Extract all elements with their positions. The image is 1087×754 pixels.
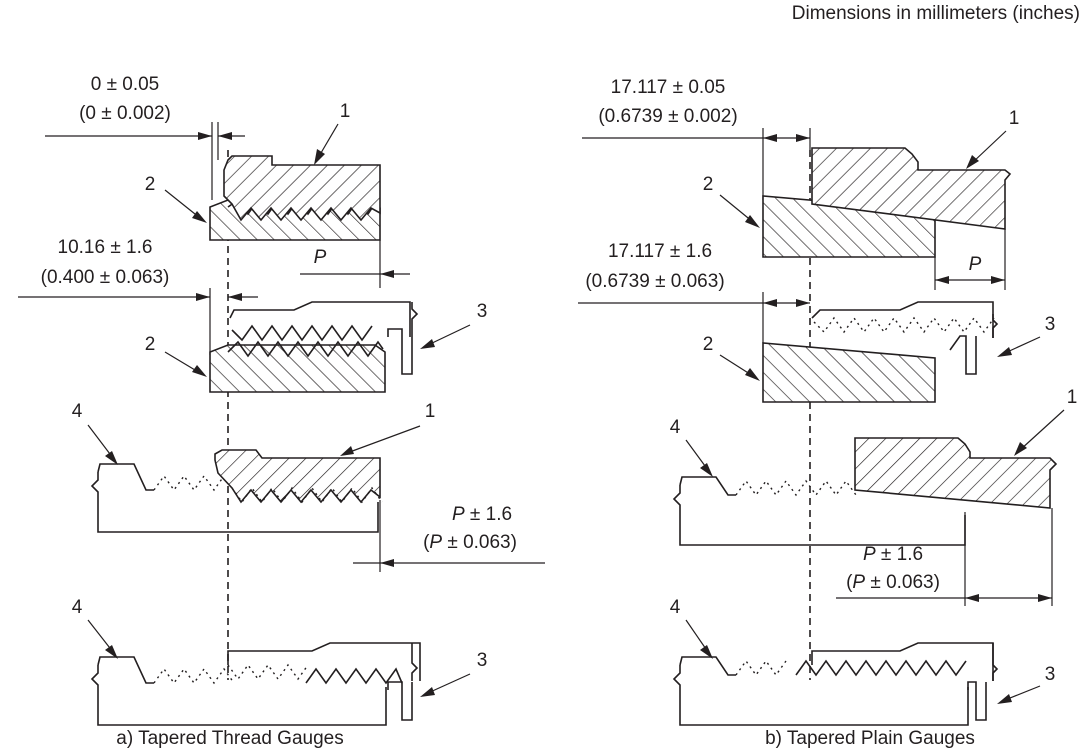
dimension-line-3-b: [836, 508, 1053, 606]
caption-b: b) Tapered Plain Gauges: [765, 728, 975, 749]
dim3-inch-b: (P ± 0.063): [846, 572, 940, 593]
dimension-line-2: [18, 288, 258, 355]
dim3-inch: (P ± 0.063): [423, 532, 517, 553]
p-label-b: P: [969, 254, 982, 275]
callout-2-a: 2: [145, 174, 156, 195]
dimension-line-1: [45, 122, 245, 200]
callout-3-b-top: 3: [1045, 314, 1056, 335]
plug-gauge-stack-2-b: [762, 342, 936, 403]
dimension-line-1-b: [582, 128, 811, 200]
dim2-inch-b: (0.6739 ± 0.063): [585, 271, 724, 292]
callout-1-b-bottom: 1: [1067, 387, 1078, 408]
callout-2-a-bottom: 2: [145, 334, 156, 355]
ring-blank-stack-4-b: [795, 642, 999, 721]
callout-1-b: 1: [1009, 108, 1020, 129]
panel-b-tapered-plain-gauges: 17.117 ± 0.05 (0.6739 ± 0.002) P 1 2 17.…: [578, 77, 1077, 749]
callout-4-a-bottom: 4: [72, 597, 83, 618]
ring-blank-stack-4: [227, 642, 421, 721]
thread-blank-stack-3: [90, 463, 379, 533]
p-label-a: P: [314, 247, 327, 268]
ring-blank-stack-2: [229, 301, 419, 375]
dimension-line-2-b: [578, 292, 810, 343]
dim1-inch: (0 ± 0.002): [79, 103, 171, 124]
callout-3-a-bottom: 3: [477, 650, 488, 671]
dim2-inch: (0.400 ± 0.063): [41, 267, 170, 288]
ring-blank-stack-2-b: [811, 301, 999, 375]
callout-1-a-bottom: 1: [425, 401, 436, 422]
dim3-metric: P ± 1.6: [452, 504, 512, 525]
ring-gauge-stack-1-b: [811, 147, 1012, 230]
callout-2-b-bottom: 2: [703, 334, 714, 355]
callout-1-a: 1: [340, 101, 351, 122]
plug-gauge-stack-2: [209, 340, 386, 393]
ring-gauge-stack-3: [214, 449, 383, 504]
panel-a-tapered-thread-gauges: 0 ± 0.05 (0 ± 0.002) P 1 2 10: [18, 74, 545, 749]
callout-3-a-top: 3: [477, 301, 488, 322]
dimension-line-3: [353, 500, 545, 572]
ring-gauge-stack-3-b: [854, 437, 1058, 509]
dim3-metric-b: P ± 1.6: [863, 544, 923, 565]
callout-2-b: 2: [703, 174, 714, 195]
callout-4-b-top: 4: [670, 417, 681, 438]
units-note: Dimensions in millimeters (inches): [792, 3, 1080, 24]
dim2-metric-b: 17.117 ± 1.6: [608, 241, 712, 262]
callout-4-b-bottom: 4: [670, 597, 681, 618]
dim1-metric-b: 17.117 ± 0.05: [611, 77, 726, 98]
ring-gauge-stack-1: [223, 155, 381, 222]
callout-4-a-top: 4: [72, 401, 83, 422]
caption-a: a) Tapered Thread Gauges: [116, 728, 343, 749]
callout-3-b-bottom: 3: [1045, 664, 1056, 685]
dim2-metric: 10.16 ± 1.6: [58, 237, 153, 258]
thread-blank-stack-4: [90, 656, 387, 726]
dim1-inch-b: (0.6739 ± 0.002): [598, 106, 737, 127]
dim1-metric: 0 ± 0.05: [91, 74, 160, 95]
